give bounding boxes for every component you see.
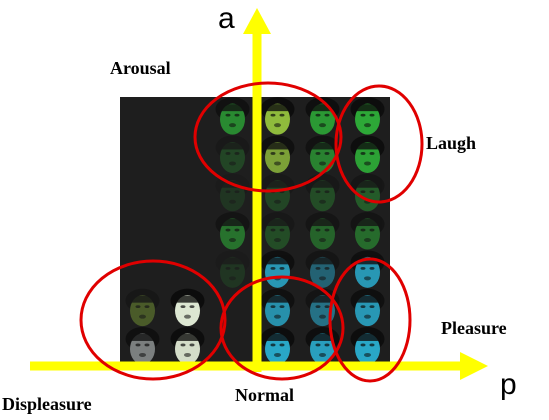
face-tile: [215, 97, 250, 135]
face-tile: [350, 212, 385, 250]
face-tile: [350, 288, 385, 327]
face-tile: [260, 288, 295, 327]
arousal-region-circle: [193, 81, 343, 193]
arousal-region-label: Arousal: [110, 58, 171, 78]
face-tile: [350, 326, 385, 365]
face-tile: [170, 288, 205, 327]
face-tile: [305, 173, 340, 212]
face-tile: [170, 326, 205, 365]
face-tile: [305, 250, 340, 288]
pleasure-axis-arrowhead: [460, 352, 488, 380]
face-tile: [215, 250, 250, 288]
face-tile: [125, 326, 160, 365]
face-tile: [125, 288, 160, 327]
region-highlights: [79, 81, 424, 383]
face-tile: [215, 135, 250, 173]
pleasure-region-circle: [328, 257, 412, 383]
laugh-region-label: Laugh: [426, 133, 477, 153]
face-tile: [305, 212, 340, 250]
face-tile: [350, 135, 385, 173]
pleasure-region-label: Pleasure: [441, 318, 507, 338]
normal-region-label: Normal: [235, 385, 294, 405]
laugh-region-circle: [334, 84, 424, 204]
face-tile: [350, 97, 385, 135]
face-tile: [260, 135, 295, 173]
face-tile: [215, 212, 250, 250]
pleasure-axis-label: p: [500, 368, 517, 401]
axes: [30, 8, 488, 380]
face-tile: [260, 250, 295, 288]
displeasure-region-circle: [79, 259, 227, 381]
normal-region-circle: [219, 275, 345, 381]
face-tile: [260, 212, 295, 250]
face-tile: [260, 326, 295, 365]
face-tiles: [125, 97, 385, 365]
face-tile: [350, 173, 385, 212]
arousal-axis-label: a: [218, 2, 235, 35]
face-tile: [260, 97, 295, 135]
face-tile: [305, 97, 340, 135]
face-tile: [350, 250, 385, 288]
displeasure-region-label: Displeasure: [2, 394, 92, 414]
arousal-axis-arrowhead: [243, 8, 271, 34]
